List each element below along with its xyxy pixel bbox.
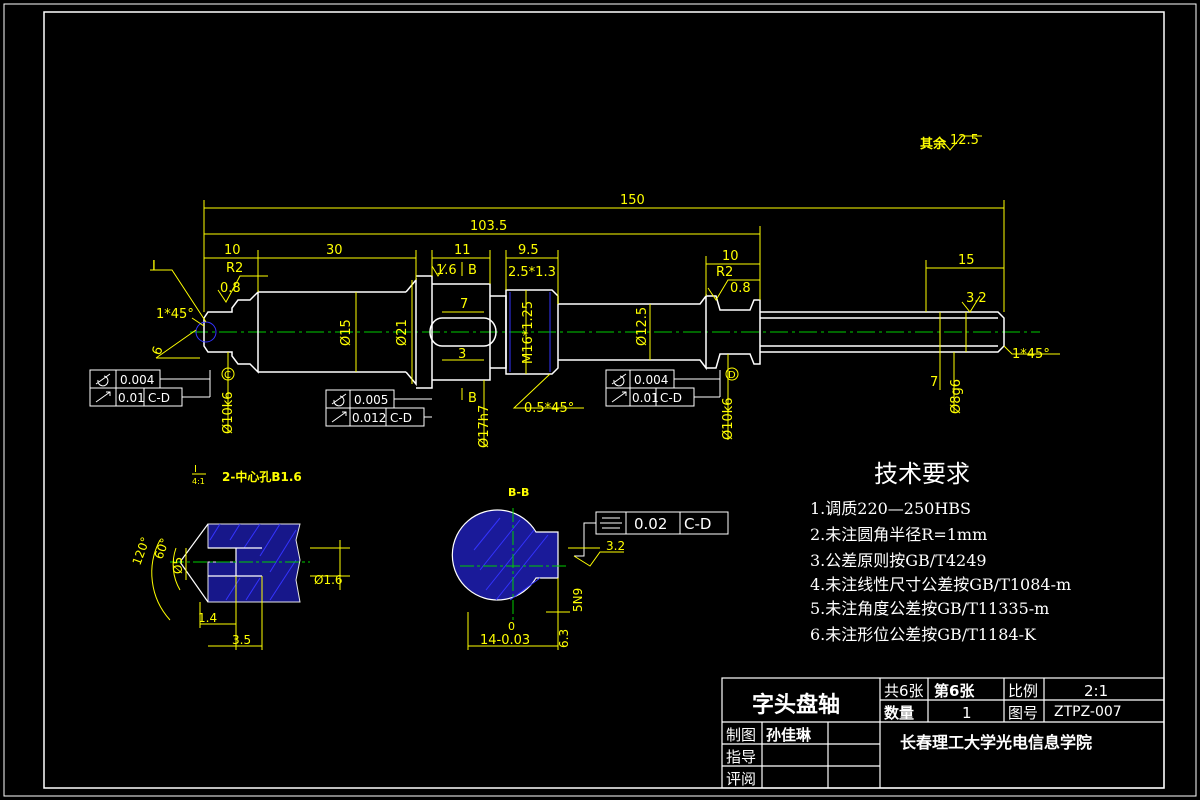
sheet-number: 第6张 [934, 682, 975, 700]
section-view-b-b: B-B 0 14-0.03 6.3 5N9 3.2 [451, 486, 625, 650]
review-label: 评阅 [726, 770, 756, 788]
shaft-main-view [190, 275, 1040, 389]
dia-15: Ø15 [339, 319, 354, 346]
scale-value: 2:1 [1084, 682, 1108, 700]
tol-left-datum: C-D [148, 391, 170, 405]
tech-item-1: 1.调质220—250HBS [810, 499, 971, 518]
chamfer-thread: 0.5*45° [524, 401, 574, 416]
section-mark-bottom: B [468, 391, 477, 406]
inner-frame [43, 11, 1165, 789]
drawn-label: 制图 [726, 726, 756, 744]
detail-dia-1-6: Ø1.6 [314, 573, 343, 587]
dia-12-5: Ø12.5 [635, 307, 650, 346]
tol-mid-r2: 0.012 [352, 411, 386, 425]
tech-item-5: 5.未注角度公差按GB/T11335-m [810, 599, 1049, 618]
qty-label: 数量 [884, 704, 914, 722]
drawing-number: ZTPZ-007 [1054, 704, 1122, 720]
section-width-tol-top: 0 [508, 620, 515, 633]
dim-150: 150 [620, 193, 645, 208]
dim-15: 15 [958, 253, 975, 268]
chamfer-right: 1*45° [1012, 347, 1050, 362]
surface-finish-prefix: 其余 [920, 136, 947, 152]
ra-mid: 1.6 [436, 263, 457, 278]
dia-8g6: Ø8g6 [949, 379, 964, 414]
dim-7-key: 7 [460, 297, 468, 312]
tech-requirements: 技术要求 1.调质220—250HBS 2.未注圆角半径R=1mm 3.公差原则… [810, 460, 1071, 644]
dia-10k6-left: Ø10k6 [221, 391, 236, 434]
scale-label: 比例 [1008, 682, 1038, 700]
tol-section-value: 0.02 [634, 515, 667, 533]
tech-item-3: 3.公差原则按GB/T4249 [810, 551, 987, 570]
dim-103-5: 103.5 [470, 219, 507, 234]
shaft-outline [203, 275, 1005, 389]
tol-right-datum: C-D [660, 391, 682, 405]
dim-3: 3 [458, 347, 466, 362]
tech-heading: 技术要求 [874, 460, 970, 488]
section-mark-top: B [468, 263, 477, 278]
drawn-by: 孙佳琳 [766, 726, 812, 744]
dim-11: 11 [454, 243, 471, 258]
detail-len-3-5: 3.5 [232, 633, 251, 647]
part-name: 字头盘轴 [752, 692, 840, 718]
detail-mark: I [152, 259, 156, 274]
guide-label: 指导 [726, 748, 756, 766]
tech-item-6: 6.未注形位公差按GB/T1184-K [810, 625, 1037, 644]
detail-angle-120: 120° [130, 535, 153, 567]
dia-10k6-right: Ø10k6 [721, 397, 736, 440]
outer-frame [3, 3, 1197, 797]
detail-angle-60: 60° [152, 536, 172, 561]
datum-c: C [224, 370, 231, 381]
tol-left-r2: 0.01 [118, 391, 145, 405]
section-keyway: 5N9 [571, 588, 585, 612]
dim-10-left: 10 [224, 243, 241, 258]
tech-item-4: 4.未注线性尺寸公差按GB/T1084-m [810, 575, 1071, 594]
dimension-lines [150, 135, 1060, 446]
tol-mid-datum: C-D [390, 411, 412, 425]
section-width-dim: 14-0.03 [480, 633, 530, 648]
ra-right: 0.8 [730, 281, 751, 296]
dim-30: 30 [326, 243, 343, 258]
detail-dia-5: Ø5 [171, 557, 185, 574]
tolerance-frames [89, 369, 729, 557]
sheets-total: 共6张 [884, 682, 924, 700]
qty-value: 1 [962, 704, 972, 722]
tol-right-r2: 0.01 [632, 391, 659, 405]
detail-title-num: I [194, 464, 197, 475]
thread-m16: M16*1.25 [521, 301, 536, 364]
tol-right-r1: 0.004 [634, 373, 668, 387]
datum-d: D [728, 370, 736, 381]
section-depth-dim: 6.3 [557, 629, 571, 648]
tol-section-datum: C-D [684, 515, 711, 533]
chamfer-left: 1*45° [156, 307, 194, 322]
surface-finish-value: 12.5 [950, 133, 979, 148]
tol-left-r1: 0.004 [120, 373, 154, 387]
drawing-no-label: 图号 [1008, 704, 1038, 722]
dim-9-5: 9.5 [518, 243, 539, 258]
dia-17h7: Ø17h7 [477, 405, 492, 448]
tech-item-2: 2.未注圆角半径R=1mm [810, 525, 987, 544]
thread-hatch [509, 292, 551, 372]
undercut: 2.5*1.3 [508, 265, 556, 280]
detail-title-text: 2-中心孔B1.6 [222, 469, 302, 484]
tol-mid-r1: 0.005 [354, 393, 388, 407]
detail-title-scale: 4:1 [192, 477, 205, 486]
ra-end: 3.2 [966, 291, 987, 306]
ra-left: 0.8 [220, 281, 241, 296]
dim-7-right: 7 [930, 375, 938, 390]
dia-21: Ø21 [395, 319, 410, 346]
detail-view-center-hole: 120° 60° Ø5 Ø1.6 1.4 3.5 I 4:1 2-中心孔B1.6 [130, 464, 350, 650]
title-block: 字头盘轴 共6张 第6张 比例 2:1 数量 1 图号 ZTPZ-007 制图 … [721, 677, 1165, 789]
radius-left: R2 [226, 261, 243, 276]
radius-right: R2 [716, 265, 733, 280]
section-ra: 3.2 [606, 539, 625, 553]
angle-6: 6 [150, 344, 167, 357]
institution: 长春理工大学光电信息学院 [900, 733, 1092, 752]
detail-len-1-4: 1.4 [198, 611, 217, 625]
dim-10-right: 10 [722, 249, 739, 264]
section-title: B-B [508, 486, 529, 499]
